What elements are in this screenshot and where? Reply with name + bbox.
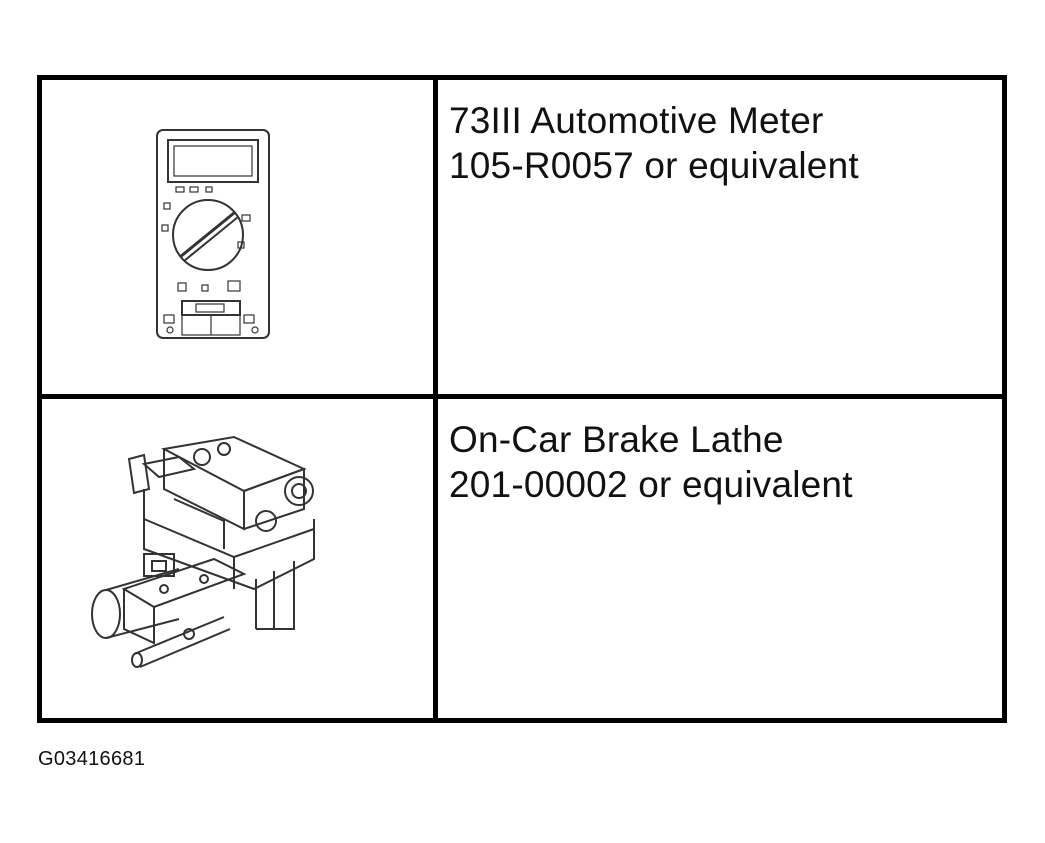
- brake-lathe-icon: [91, 435, 315, 668]
- tool-illustration-cell: [42, 80, 438, 399]
- tool-part-number: 105-R0057 or equivalent: [449, 145, 859, 186]
- figure-id: G03416681: [38, 748, 146, 770]
- special-tools-table: 73III Automotive Meter 105-R0057 or equi…: [37, 75, 1007, 723]
- tool-description-cell: 73III Automotive Meter 105-R0057 or equi…: [438, 80, 1002, 399]
- multimeter-icon: [156, 129, 270, 339]
- tool-name: 73III Automotive Meter: [449, 100, 824, 141]
- tool-description-cell: On-Car Brake Lathe 201-00002 or equivale…: [438, 399, 1002, 718]
- tool-part-number: 201-00002 or equivalent: [449, 464, 853, 505]
- tool-illustration-cell: [42, 399, 438, 718]
- tool-name: On-Car Brake Lathe: [449, 419, 784, 460]
